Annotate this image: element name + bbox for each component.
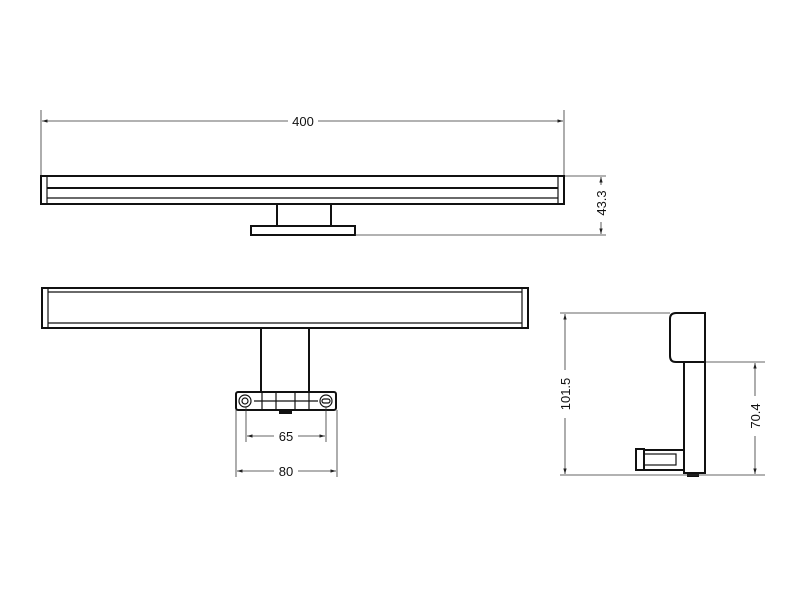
dim-bracket-width-label: 80 (279, 464, 293, 479)
dim-hole-spacing-label: 65 (279, 429, 293, 444)
dim-length-label: 400 (292, 114, 314, 129)
side-view: 101.5 70.4 (558, 312, 765, 477)
front-view: 65 80 (41, 287, 529, 479)
dim-side-total-label: 101.5 (558, 378, 573, 411)
dim-top-height-label: 43.3 (594, 190, 609, 215)
dim-side-arm-label: 70.4 (748, 403, 763, 428)
top-view: 400 43.3 (40, 110, 609, 236)
